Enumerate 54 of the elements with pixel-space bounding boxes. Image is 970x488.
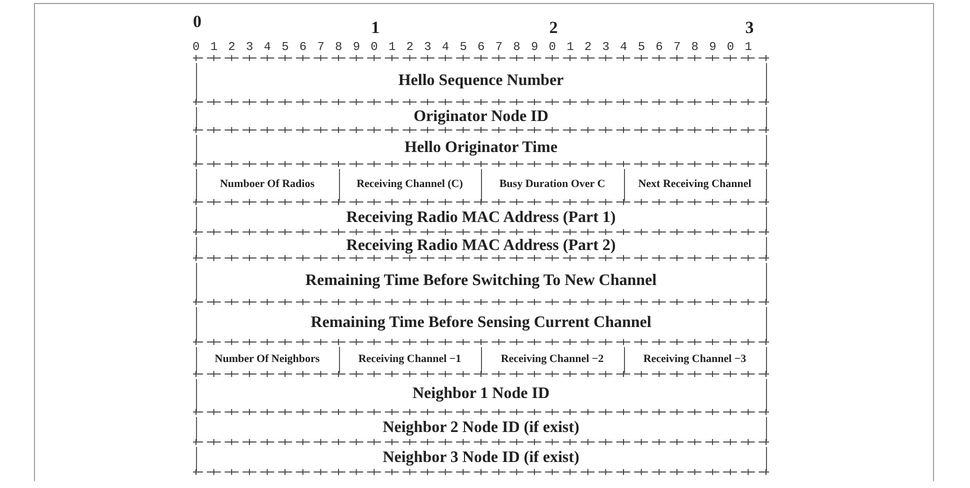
word-number: 2 bbox=[549, 18, 558, 38]
bit-number: 8 bbox=[335, 40, 342, 54]
field-name: Neighbor 1 Node ID bbox=[411, 384, 551, 404]
bit-number: 6 bbox=[656, 40, 663, 54]
field-name: Numboer Of Radios bbox=[218, 177, 316, 192]
bit-number: 6 bbox=[478, 40, 485, 54]
field-name: Receiving Radio MAC Address (Part 1) bbox=[345, 208, 617, 228]
bit-number: 0 bbox=[726, 40, 734, 54]
bit-number: 3 bbox=[424, 40, 432, 54]
bit-number: 4 bbox=[442, 40, 450, 54]
bit-number: 9 bbox=[709, 40, 716, 54]
bit-number: 8 bbox=[691, 40, 698, 54]
bit-number: 3 bbox=[602, 40, 610, 54]
field-name: Originator Node ID bbox=[412, 107, 550, 127]
bit-number: 5 bbox=[460, 40, 467, 54]
bit-number: 2 bbox=[584, 40, 592, 54]
field-name: Busy Duration Over C bbox=[498, 177, 606, 192]
bit-number: 0 bbox=[370, 40, 378, 54]
field-name: Hello Sequence Number bbox=[397, 71, 565, 91]
word-number: 0 bbox=[193, 12, 202, 32]
field-name: Neighbor 3 Node ID (if exist) bbox=[382, 448, 580, 468]
bit-number: 1 bbox=[388, 40, 396, 54]
bit-number: 7 bbox=[317, 40, 324, 54]
bit-number: 0 bbox=[548, 40, 556, 54]
bit-number: 0 bbox=[192, 40, 200, 54]
bit-number: 9 bbox=[530, 40, 538, 54]
field-name: Remaining Time Before Sensing Current Channel bbox=[310, 313, 652, 333]
bit-number: 4 bbox=[264, 40, 271, 54]
bit-number: 3 bbox=[246, 40, 254, 54]
word-number: 1 bbox=[371, 18, 380, 38]
word-number: 3 bbox=[745, 18, 754, 38]
field-name: Receiving Channel (C) bbox=[356, 177, 464, 192]
bit-number: 7 bbox=[495, 40, 503, 54]
field-name: Neighbor 2 Node ID (if exist) bbox=[382, 418, 580, 438]
field-name: Receiving Channel −1 bbox=[357, 352, 462, 367]
field-name: Next Receiving Channel bbox=[637, 177, 752, 192]
bit-number: 8 bbox=[513, 40, 520, 54]
field-name: Receiving Radio MAC Address (Part 2) bbox=[345, 236, 617, 256]
field-name: Receiving Channel −3 bbox=[642, 352, 748, 367]
bit-number: 4 bbox=[620, 40, 628, 54]
bit-number: 5 bbox=[638, 40, 646, 54]
bit-number: 7 bbox=[673, 40, 681, 54]
bit-number: 1 bbox=[566, 40, 574, 54]
field-name: Receiving Channel −2 bbox=[500, 352, 605, 367]
bit-number: 9 bbox=[352, 40, 360, 54]
bit-number: 6 bbox=[299, 40, 307, 54]
bit-number: 2 bbox=[406, 40, 414, 54]
bit-number: 5 bbox=[282, 40, 289, 54]
field-name: Remaining Time Before Switching To New Channel bbox=[304, 271, 658, 291]
bit-number: 2 bbox=[228, 40, 236, 54]
field-name: Number Of Neighbors bbox=[214, 352, 321, 367]
bit-number: 1 bbox=[210, 40, 218, 54]
field-name: Hello Originator Time bbox=[404, 138, 558, 158]
bit-number: 1 bbox=[744, 40, 752, 54]
